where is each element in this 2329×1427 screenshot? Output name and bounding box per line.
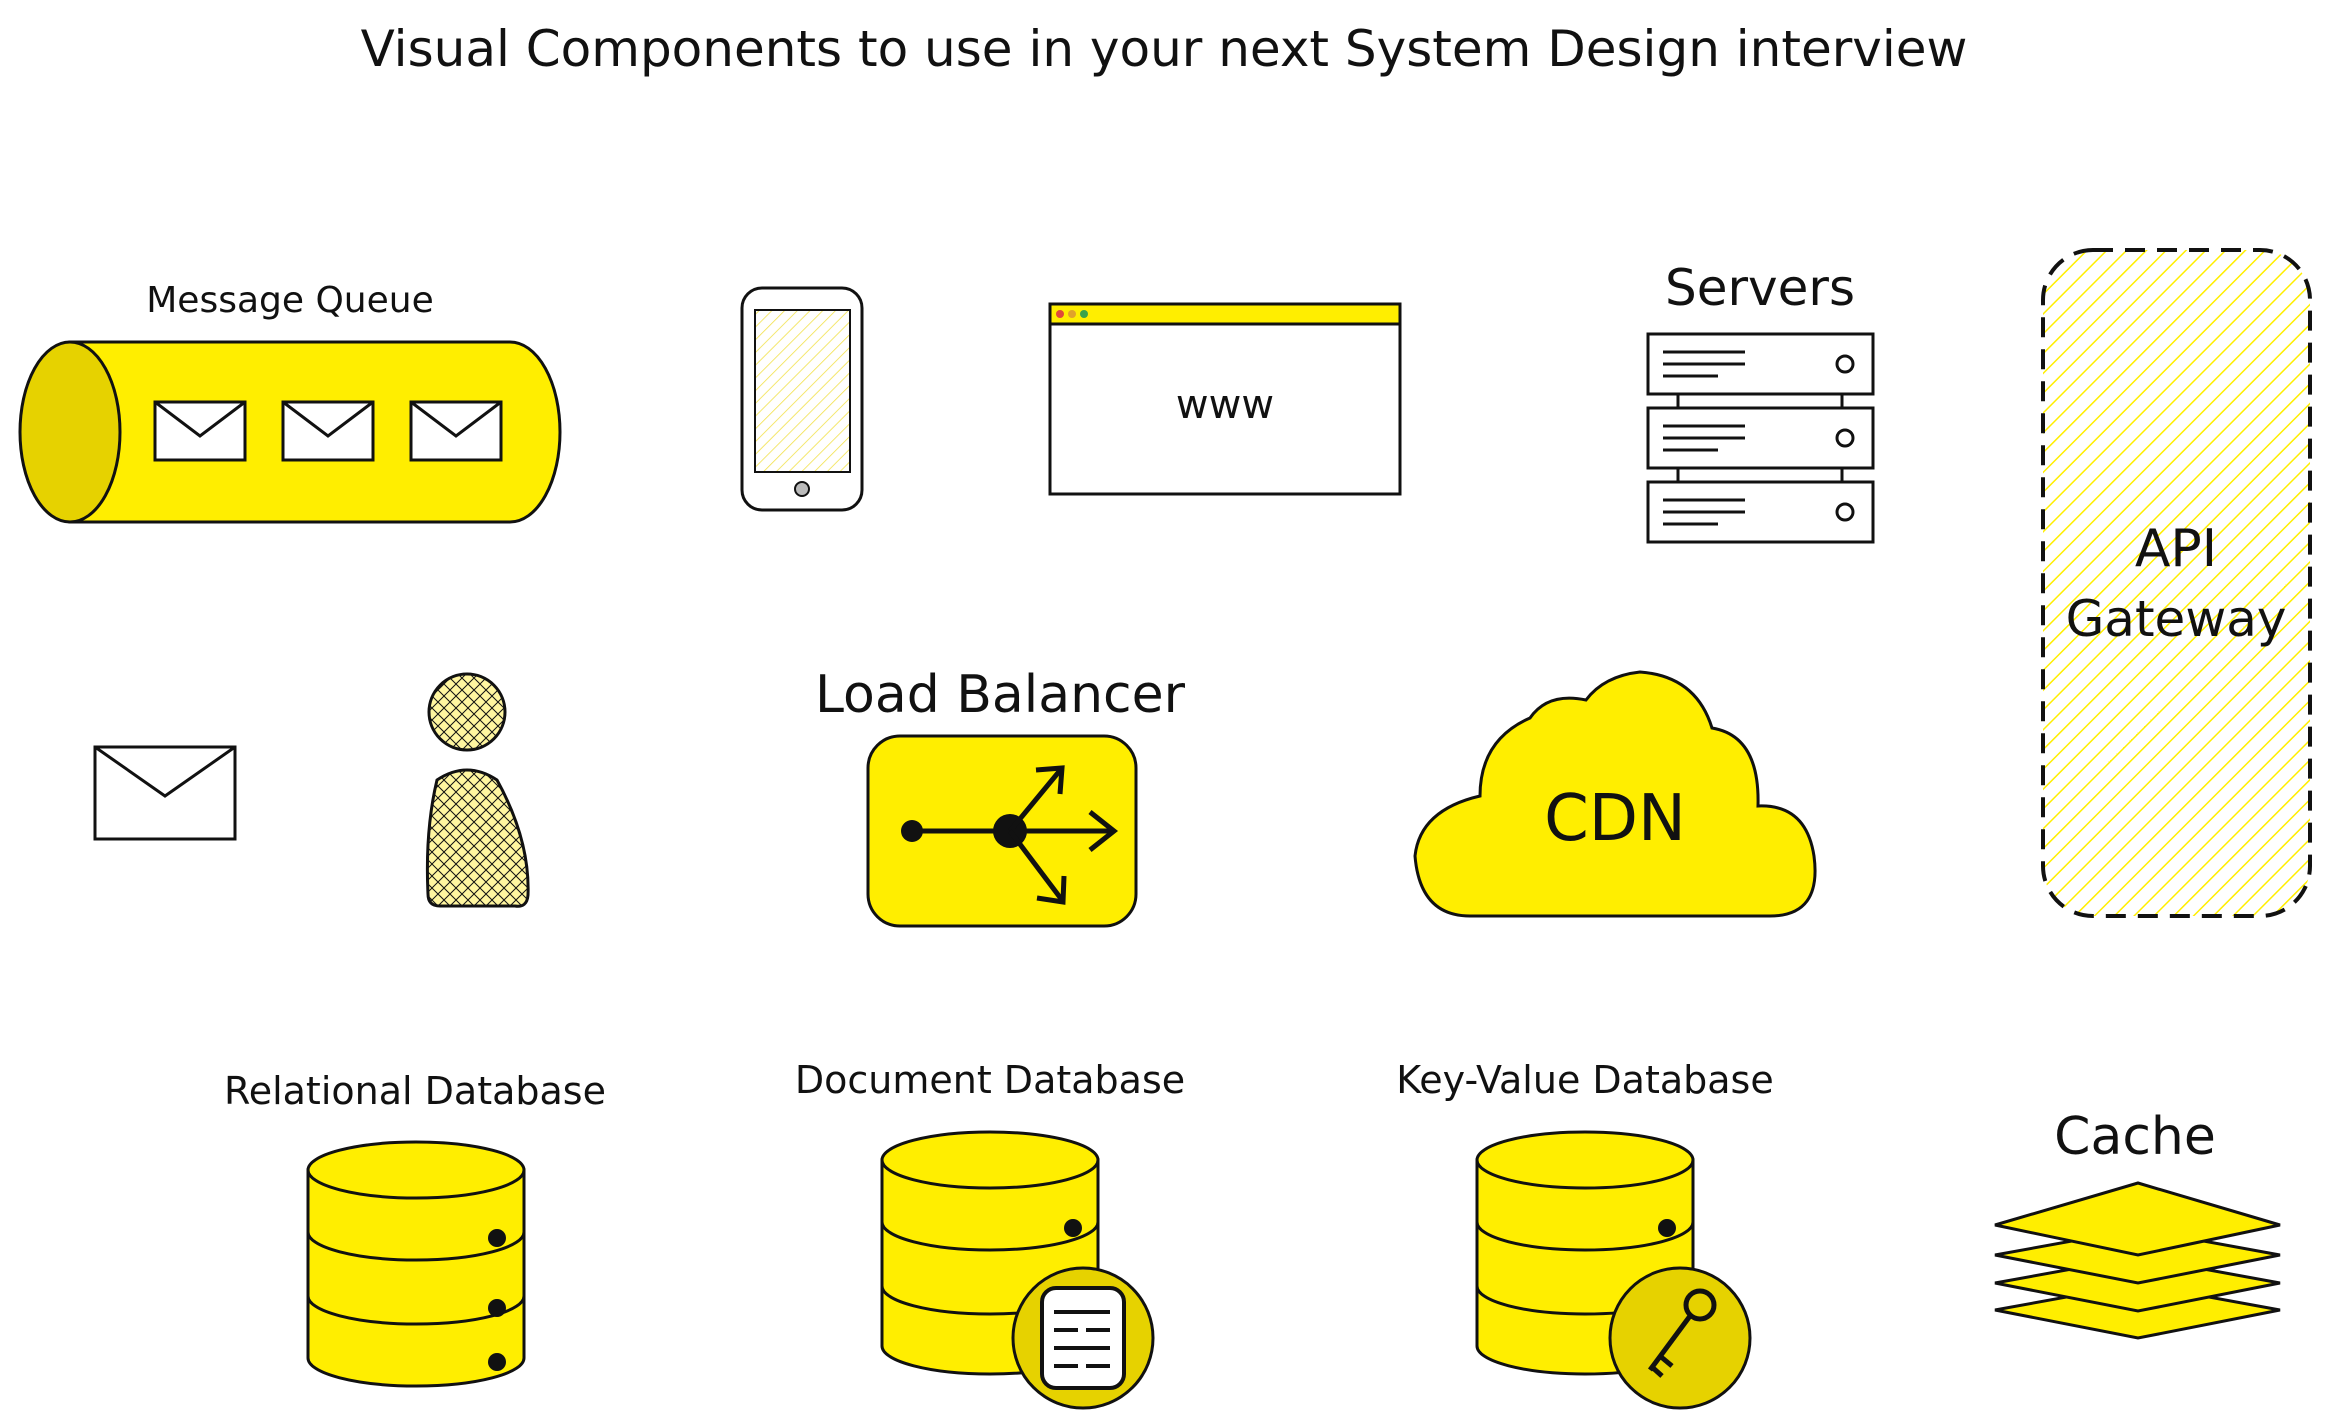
key-value-database-icon [1475, 1130, 1752, 1410]
key-value-database: Key-Value Database [1396, 1058, 1774, 1410]
database-icon [306, 1140, 526, 1388]
message-queue: Message Queue [18, 280, 562, 524]
mobile-phone-icon [740, 286, 864, 512]
relational-db-label: Relational Database [224, 1069, 606, 1113]
message-queue-label: Message Queue [146, 280, 434, 321]
message-queue-icon [18, 340, 562, 524]
servers: Servers [1646, 259, 1875, 544]
key-badge-icon [1608, 1266, 1752, 1410]
relational-database: Relational Database [224, 1069, 606, 1388]
server-rack-icon [1646, 332, 1875, 544]
document-database-icon [880, 1130, 1155, 1410]
api-gateway-label-line1: API [2135, 519, 2217, 579]
document-badge-icon [1011, 1266, 1155, 1410]
cdn-label: CDN [1544, 782, 1686, 856]
load-balancer-icon [866, 734, 1138, 928]
document-db-label: Document Database [795, 1058, 1185, 1102]
queue-message-3-icon [409, 400, 503, 462]
cache-label: Cache [2054, 1107, 2216, 1167]
envelope-icon [93, 745, 237, 841]
cdn: CDN [1413, 670, 1817, 918]
load-balancer: Load Balancer [815, 665, 1186, 928]
api-gateway-label-line2: Gateway [2066, 590, 2287, 648]
page-title: Visual Components to use in your next Sy… [361, 20, 1968, 78]
key-value-db-label: Key-Value Database [1396, 1058, 1773, 1102]
document-database: Document Database [795, 1058, 1185, 1410]
browser-url-text: www [1176, 382, 1274, 428]
queue-message-1-icon [153, 400, 247, 462]
servers-label: Servers [1665, 259, 1855, 317]
cache-layers-icon [1994, 1181, 2281, 1340]
queue-message-2-icon [281, 400, 375, 462]
browser-window-icon: www [1048, 302, 1402, 496]
api-gateway: API Gateway [2041, 248, 2312, 918]
api-gateway-icon [2041, 248, 2312, 918]
load-balancer-label: Load Balancer [815, 665, 1186, 725]
cache: Cache [1994, 1107, 2281, 1340]
cloud-icon [1413, 670, 1817, 918]
user-icon [425, 672, 530, 908]
